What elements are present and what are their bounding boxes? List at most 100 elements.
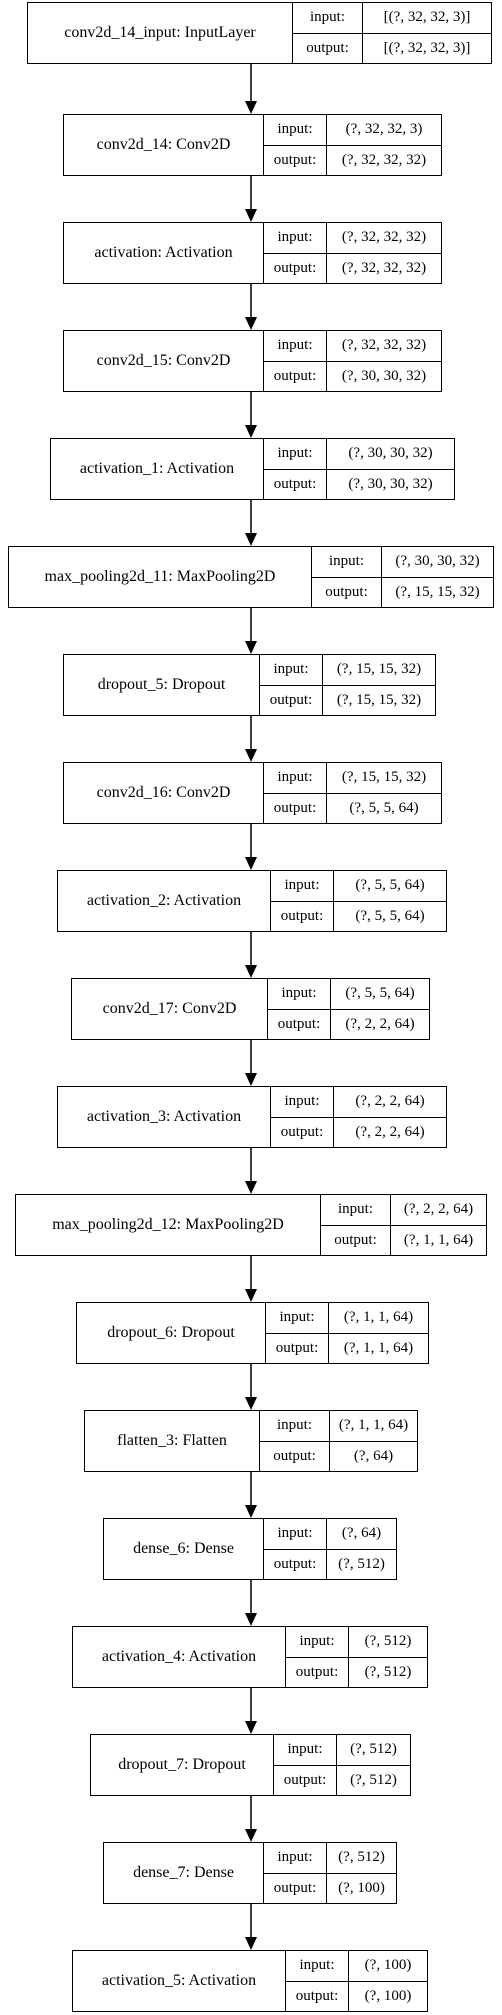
input-label: input:: [293, 3, 363, 34]
output-shape: (?, 100): [364, 1987, 412, 2004]
input-label: input:: [264, 115, 327, 146]
output-label: output:: [286, 1981, 349, 2011]
input-shape: (?, 30, 30, 32): [382, 547, 493, 578]
input-shape: (?, 512): [327, 1843, 396, 1874]
input-label: input:: [271, 871, 334, 902]
input-label: input:: [260, 655, 323, 686]
output-shape: (?, 30, 30, 32): [341, 367, 427, 384]
layer-title: dense_7: Dense: [104, 1843, 264, 1903]
output-shape: (?, 512): [364, 1663, 412, 1680]
output-label: output:: [264, 1549, 327, 1579]
input-shape: (?, 512): [349, 1627, 427, 1658]
output-label: output:: [293, 33, 363, 63]
output-label: output:: [266, 1333, 329, 1363]
input-shape: (?, 32, 32, 3): [327, 115, 441, 146]
input-shape: [(?, 32, 32, 3)]: [363, 3, 491, 34]
arrowhead: [245, 641, 257, 654]
output-shape: (?, 512): [338, 1555, 385, 1572]
output-shape: (?, 2, 2, 64): [355, 1123, 425, 1140]
layer-title: activation_4: Activation: [73, 1627, 286, 1687]
output-label: output:: [264, 253, 327, 283]
arrowhead: [245, 101, 257, 114]
input-label: input:: [264, 1519, 327, 1550]
input-label: input:: [312, 547, 382, 578]
input-shape: (?, 5, 5, 64): [331, 979, 429, 1010]
output-shape: (?, 15, 15, 32): [395, 583, 480, 600]
output-label: output:: [271, 1117, 334, 1147]
input-label: input:: [264, 223, 327, 254]
input-shape: (?, 15, 15, 32): [323, 655, 435, 686]
layer-title: dropout_5: Dropout: [64, 655, 260, 715]
output-shape: (?, 30, 30, 32): [348, 475, 433, 492]
input-label: input:: [286, 1627, 349, 1658]
input-label: input:: [274, 1735, 337, 1766]
layer-title: conv2d_17: Conv2D: [72, 979, 268, 1039]
output-label: output:: [260, 685, 323, 715]
layer-title: activation_2: Activation: [58, 871, 271, 931]
input-label: input:: [266, 1303, 329, 1334]
input-label: input:: [264, 331, 327, 362]
layer-title: activation_1: Activation: [51, 439, 264, 499]
layer-title: max_pooling2d_12: MaxPooling2D: [16, 1195, 321, 1255]
arrowhead: [245, 1613, 257, 1626]
layer-title: conv2d_15: Conv2D: [64, 331, 264, 391]
input-shape: (?, 100): [349, 1951, 427, 1982]
output-shape: [(?, 32, 32, 3)]: [383, 39, 471, 56]
arrowhead: [245, 965, 257, 978]
output-label: output:: [260, 1441, 330, 1471]
layer-title: conv2d_16: Conv2D: [64, 763, 264, 823]
arrowhead: [245, 1181, 257, 1194]
input-shape: (?, 1, 1, 64): [329, 1303, 428, 1334]
input-label: input:: [264, 1843, 327, 1874]
layer-title: activation_3: Activation: [58, 1087, 271, 1147]
input-shape: (?, 15, 15, 32): [327, 763, 441, 794]
arrowhead: [245, 425, 257, 438]
input-label: input:: [264, 763, 327, 794]
input-shape: (?, 512): [337, 1735, 410, 1766]
arrowhead: [245, 749, 257, 762]
output-label: output:: [268, 1009, 331, 1039]
arrowhead: [245, 1937, 257, 1950]
input-shape: (?, 64): [327, 1519, 396, 1550]
arrowhead: [245, 533, 257, 546]
input-label: input:: [271, 1087, 334, 1118]
input-shape: (?, 2, 2, 64): [391, 1195, 486, 1226]
arrowhead: [245, 1397, 257, 1410]
layer-title: conv2d_14_input: InputLayer: [28, 3, 293, 63]
layer-title: dropout_7: Dropout: [91, 1735, 274, 1795]
output-shape: (?, 512): [350, 1771, 397, 1788]
input-shape: (?, 5, 5, 64): [334, 871, 446, 902]
layer-title: activation_5: Activation: [73, 1951, 286, 2011]
input-shape: (?, 32, 32, 32): [327, 223, 441, 254]
input-shape: (?, 2, 2, 64): [334, 1087, 446, 1118]
output-label: output:: [321, 1225, 391, 1255]
input-shape: (?, 30, 30, 32): [327, 439, 454, 470]
output-label: output:: [264, 145, 327, 175]
arrowhead: [245, 1829, 257, 1842]
layer-title: dropout_6: Dropout: [77, 1303, 266, 1363]
output-shape: (?, 1, 1, 64): [403, 1231, 474, 1248]
output-shape: (?, 5, 5, 64): [355, 907, 425, 924]
input-label: input:: [268, 979, 331, 1010]
output-label: output:: [264, 361, 327, 391]
arrowhead: [245, 317, 257, 330]
output-label: output:: [274, 1765, 337, 1795]
output-label: output:: [286, 1657, 349, 1687]
output-label: output:: [264, 1873, 327, 1903]
